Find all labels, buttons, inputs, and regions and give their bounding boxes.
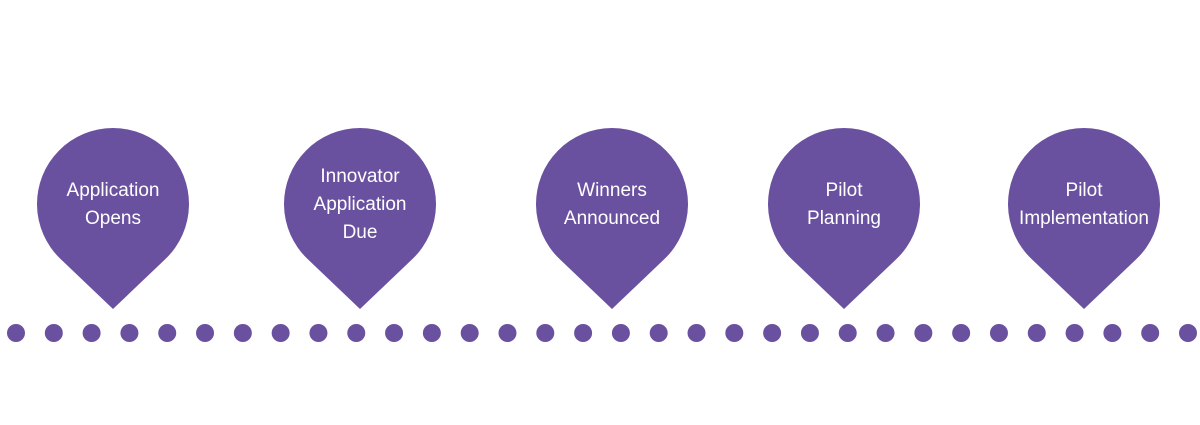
milestone-label: Pilot [1066, 180, 1104, 201]
timeline-dot [233, 324, 252, 342]
timeline-dot [82, 324, 101, 342]
milestone-label: Application [314, 194, 407, 215]
timeline-dot [309, 324, 328, 342]
milestone-label: Pilot [826, 180, 864, 201]
timeline-dot [120, 324, 139, 342]
dotted-timeline-line [7, 324, 1197, 342]
timeline-dot [7, 324, 25, 342]
timeline-dot [800, 324, 819, 342]
timeline-dot [271, 324, 290, 342]
timeline-dot [687, 324, 706, 342]
timeline-dot [385, 324, 404, 342]
milestone-label: Planning [807, 208, 881, 229]
milestone-label: Announced [564, 208, 660, 229]
timeline-dot [914, 324, 933, 342]
timeline-dot [1141, 324, 1160, 342]
map-pin-icon [284, 128, 437, 309]
milestone-label: Opens [85, 208, 141, 229]
map-pin-icon [767, 128, 920, 309]
milestone-label: Winners [577, 180, 647, 201]
timeline-dot [649, 324, 668, 342]
timeline-dot [725, 324, 744, 342]
timeline-dot [44, 324, 63, 342]
timeline-dot [536, 324, 555, 342]
map-pin-icon [37, 128, 190, 309]
timeline-dot [498, 324, 517, 342]
milestone-label: Application [67, 180, 160, 201]
timeline-dot [1103, 324, 1122, 342]
timeline-dot [347, 324, 366, 342]
timeline-dot [196, 324, 215, 342]
milestone-label: Implementation [1019, 208, 1149, 229]
milestone-label: Due [343, 222, 378, 243]
timeline-dot [838, 324, 857, 342]
timeline-dot [158, 324, 177, 342]
map-pin-icon [536, 128, 688, 309]
map-pin-icon [1008, 128, 1161, 309]
timeline-dot [422, 324, 441, 342]
timeline-dot [1027, 324, 1046, 342]
timeline-dot [989, 324, 1008, 342]
timeline-dot [876, 324, 895, 342]
timeline-dot [611, 324, 630, 342]
timeline-dot [574, 324, 593, 342]
timeline-dot [952, 324, 971, 342]
milestone-label: Innovator [320, 166, 400, 187]
timeline-dot [763, 324, 782, 342]
timeline-dot [460, 324, 479, 342]
timeline-dot [1065, 324, 1084, 342]
timeline-dot [1179, 324, 1197, 342]
